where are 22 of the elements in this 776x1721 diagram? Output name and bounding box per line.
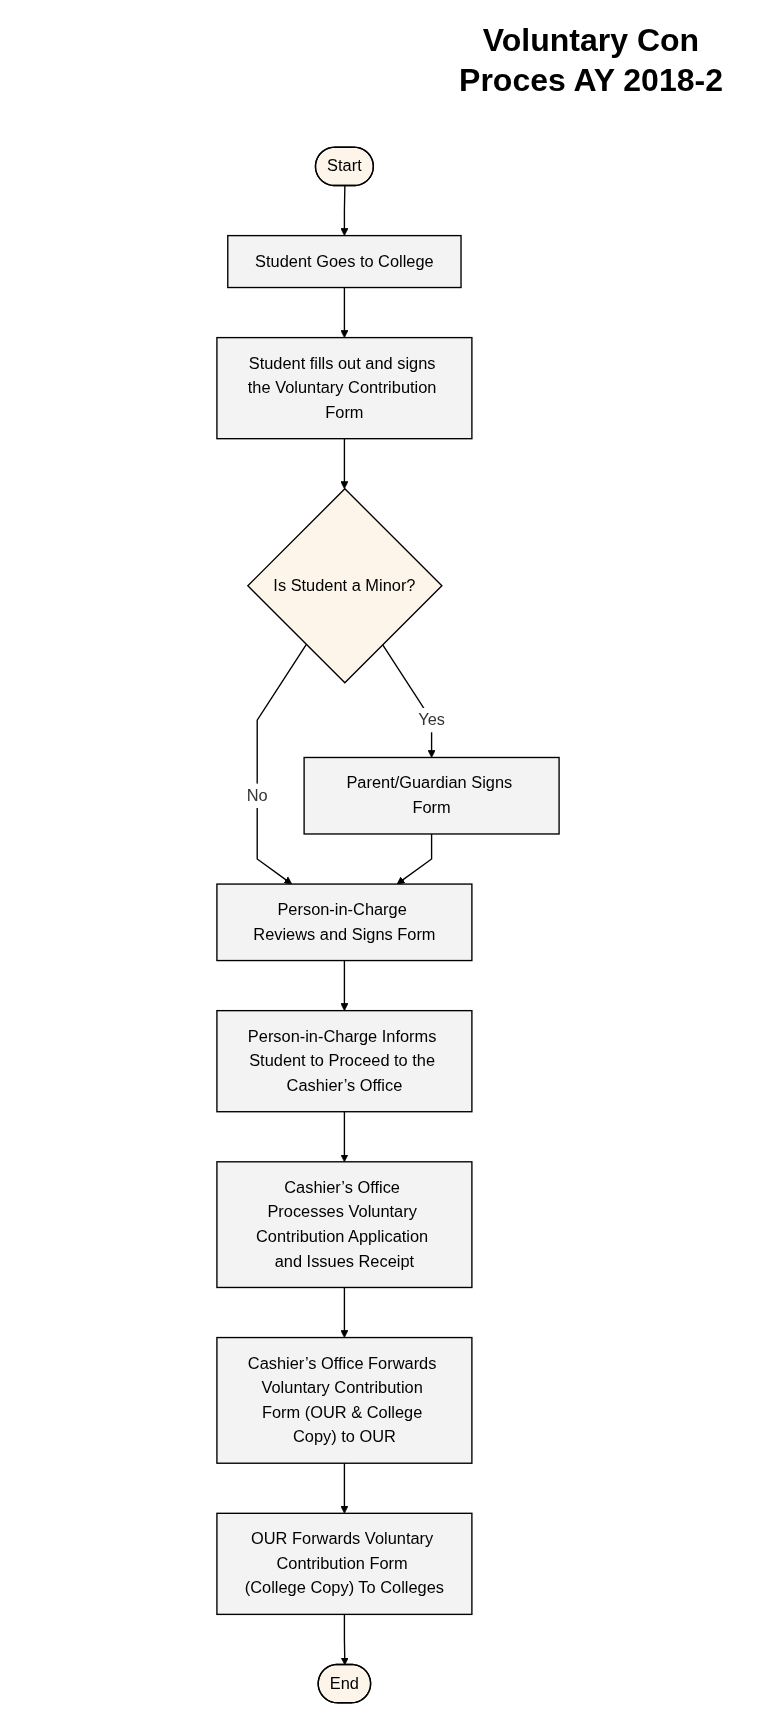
- node-box: Person-in-Charge Reviews and Signs Form: [216, 883, 473, 962]
- node-box: Cashier’s Office Processes Voluntary Contribution Application and Issues Receipt: [216, 1161, 473, 1289]
- arrow: [340, 1462, 349, 1514]
- arrow: [340, 1613, 349, 1666]
- edge-label: No: [246, 786, 268, 805]
- arrow: [256, 643, 307, 885]
- node-box: Student fills out and signs the Voluntary Contribution Form: [216, 336, 473, 440]
- arrow: [340, 185, 349, 236]
- arrow: [340, 438, 349, 490]
- node-diamond: Is Student a Minor?: [246, 487, 443, 684]
- arrow: [340, 286, 349, 338]
- node-box: Parent/Guardian Signs Form: [303, 756, 560, 835]
- node-box: Person-in-Charge Informs Student to Proceed to the Cashier’s Office: [216, 1009, 473, 1113]
- arrow: [340, 1286, 349, 1338]
- edge-label: Yes: [418, 710, 445, 729]
- node-box: Cashier’s Office Forwards Voluntary Contribution Form (OUR & College Copy) to OUR: [216, 1336, 473, 1464]
- node-box: OUR Forwards Voluntary Contribution Form (College Copy) To Colleges: [216, 1512, 473, 1616]
- arrow: [396, 833, 433, 885]
- node-box: Student Goes to College: [227, 234, 462, 289]
- arrow: [340, 1111, 349, 1163]
- arrow: [340, 959, 349, 1011]
- diagram-title: Voluntary Con Proces AY 2018-2: [458, 21, 724, 100]
